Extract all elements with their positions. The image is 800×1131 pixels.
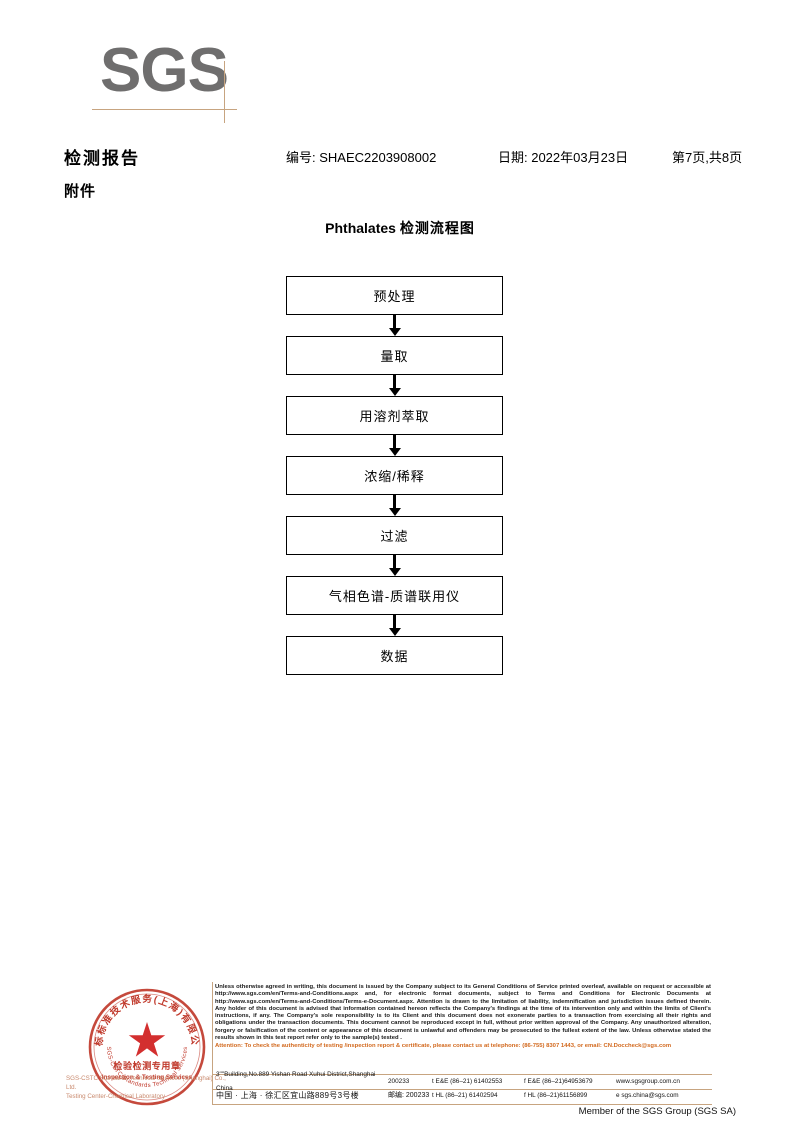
- legal-disclaimer: Unless otherwise agreed in writing, this…: [215, 984, 711, 1051]
- address-tel: t HL (86–21) 61402594: [432, 1092, 498, 1099]
- address-postcode: 邮编: 200233: [388, 1092, 430, 1099]
- flow-arrow-head-icon: [388, 508, 401, 516]
- document-header: 检测报告 编号: SHAEC2203908002 日期: 2022年03月23日…: [64, 144, 744, 168]
- flow-arrow-6: [286, 615, 503, 636]
- footer-vertical-divider: [212, 982, 214, 1104]
- flowchart-title-cn: 检测流程图: [399, 220, 475, 236]
- flow-step-box: 预处理: [286, 276, 503, 315]
- seal-caption-line2: Testing Center-Chemical Laboratory: [66, 1093, 166, 1100]
- flow-arrow-shaft: [393, 375, 396, 390]
- sgs-group-member-line: Member of the SGS Group (SGS SA): [578, 1106, 736, 1117]
- flowchart-title-en: Phthalates: [325, 220, 396, 236]
- flow-arrow-shaft: [393, 615, 396, 630]
- footer-rule-bottom: [212, 1104, 712, 1106]
- flow-arrow-head-icon: [388, 568, 401, 576]
- flowchart-title: Phthalates 检测流程图: [0, 218, 800, 238]
- address-fax: f HL (86–21)61156899: [524, 1092, 588, 1099]
- address-web: e sgs.china@sgs.com: [616, 1092, 679, 1099]
- sgs-logo-text: SGS: [100, 36, 229, 105]
- flow-step-box: 数据: [286, 636, 503, 675]
- report-number: 编号: SHAEC2203908002: [286, 150, 437, 165]
- flow-step-box: 量取: [286, 336, 503, 375]
- footer-rule-middle: [212, 1089, 712, 1090]
- flow-step-box: 气相色谱-质谱联用仪: [286, 576, 503, 615]
- address-address: 3""Building,No.889 Yishan Road Xuhui Dis…: [216, 1071, 376, 1092]
- address-row: 3""Building,No.889 Yishan Road Xuhui Dis…: [216, 1071, 712, 1092]
- flow-arrow-shaft: [393, 315, 396, 330]
- page-footer: 通标标准技术服务(上海)有限公司 SGS-CSTC Standards Tech…: [0, 978, 800, 1131]
- seal-caption: SGS-CSTC Standards Technical Services (S…: [66, 1074, 226, 1101]
- flow-arrow-5: [286, 555, 503, 576]
- flow-step-box: 浓缩/稀释: [286, 456, 503, 495]
- flow-arrow-1: [286, 315, 503, 336]
- flow-arrow-3: [286, 435, 503, 456]
- address-address: 中国 · 上海 · 徐汇区宜山路889号3号楼: [216, 1091, 359, 1100]
- flow-arrow-head-icon: [388, 388, 401, 396]
- footer-rule-top: [212, 1074, 712, 1075]
- report-date: 日期: 2022年03月23日: [498, 150, 629, 165]
- page-title: 检测报告: [64, 149, 140, 168]
- logo-vertical-rule: [224, 61, 225, 123]
- flow-arrow-head-icon: [388, 628, 401, 636]
- flow-arrow-2: [286, 375, 503, 396]
- svg-text:Inspection & Testing Services: Inspection & Testing Services: [102, 1074, 193, 1081]
- flow-step-box: 用溶剂萃取: [286, 396, 503, 435]
- flow-arrow-4: [286, 495, 503, 516]
- address-postcode: 200233: [388, 1078, 410, 1085]
- attachment-label: 附件: [64, 183, 97, 200]
- flow-arrow-head-icon: [388, 328, 401, 336]
- official-seal-stamp: 通标标准技术服务(上海)有限公司 SGS-CSTC Standards Tech…: [86, 986, 208, 1108]
- svg-text:检验检测专用章: 检验检测专用章: [113, 1060, 180, 1071]
- flow-arrow-shaft: [393, 495, 396, 510]
- address-block: 3""Building,No.889 Yishan Road Xuhui Dis…: [216, 1071, 712, 1103]
- address-web: www.sgsgroup.com.cn: [616, 1078, 680, 1085]
- page-indicator: 第7页,共8页: [672, 150, 743, 165]
- address-tel: t E&E (86–21) 61402553: [432, 1078, 503, 1085]
- process-flowchart: 预处理量取用溶剂萃取浓缩/稀释过滤气相色谱-质谱联用仪数据: [286, 276, 503, 675]
- logo-horizontal-rule: [92, 109, 237, 110]
- flow-step-box: 过滤: [286, 516, 503, 555]
- flow-arrow-shaft: [393, 555, 396, 570]
- flow-arrow-head-icon: [388, 448, 401, 456]
- address-fax: f E&E (86–21)64953679: [524, 1078, 593, 1085]
- legal-paragraph: Unless otherwise agreed in writing, this…: [215, 984, 711, 1042]
- flow-arrow-shaft: [393, 435, 396, 450]
- seal-caption-line1: SGS-CSTC Standards Technical Services (S…: [66, 1075, 226, 1091]
- legal-attention-notice: Attention: To check the authenticity of …: [215, 1043, 672, 1050]
- sgs-logo: SGS: [92, 36, 250, 123]
